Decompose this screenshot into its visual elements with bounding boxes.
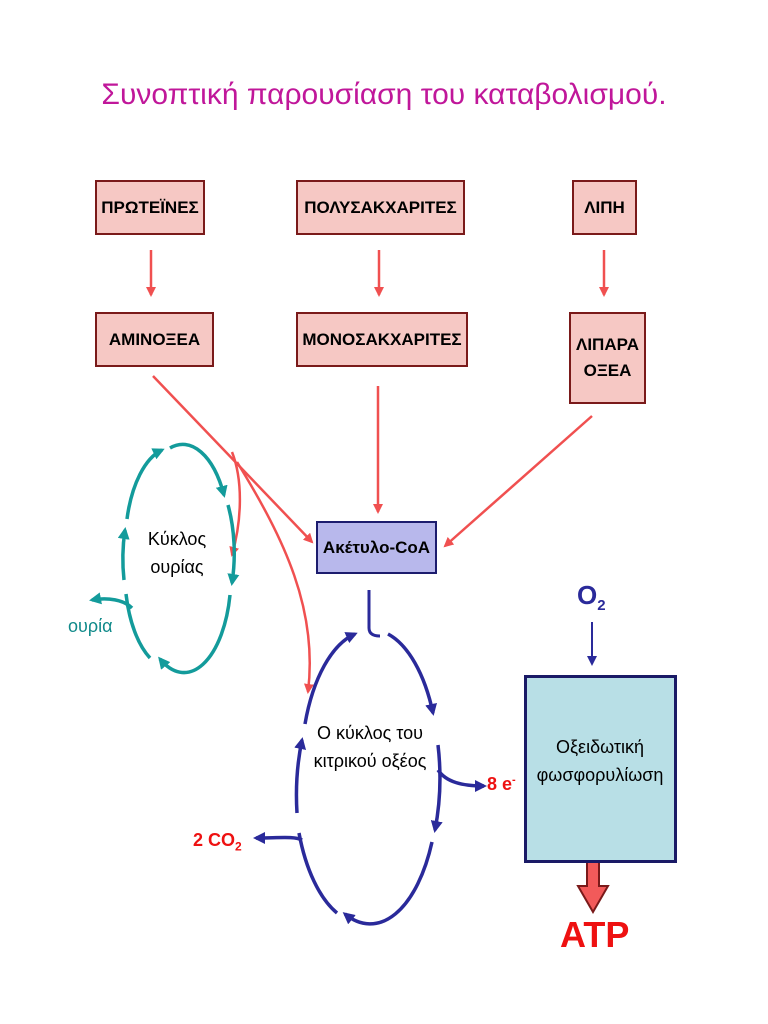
atp-label: ATP: [560, 914, 630, 955]
urea-cycle-label: Κύκλος ουρίας: [132, 525, 222, 581]
electrons-label: 8 e-: [487, 766, 516, 798]
node-polysaccharides: ΠΟΛΥΣΑΚΧΑΡΙΤΕΣ: [296, 180, 465, 235]
arrow-fatty-acids-to-acetyl-coa: [443, 415, 593, 548]
citric-cycle-label-line1: Ο κύκλος του: [317, 723, 423, 743]
node-amino-acids: ΑΜΙΝΟΞΕΑ: [95, 312, 214, 367]
oxidative-phosphorylation-box: [524, 675, 677, 863]
co2-text: 2 CO: [193, 830, 236, 850]
fatty-acids-line1: ΛΙΠΑΡΑ: [576, 335, 639, 354]
fatty-acids-line2: ΟΞΕΑ: [583, 361, 632, 380]
node-monosaccharides: ΜΟΝΟΣΑΚΧΑΡΙΤΕΣ: [296, 312, 468, 367]
urea-cycle-label-line1: Κύκλος: [147, 529, 207, 549]
urea-cycle-label-line2: ουρίας: [150, 557, 204, 577]
oxidative-label-line2: φωσφορυλίωση: [536, 765, 664, 785]
urea-label: ουρία: [68, 616, 113, 636]
electrons-text: 8 e: [487, 774, 513, 794]
arrow-co2-output: [253, 831, 303, 844]
arrow-electrons-output: [436, 768, 487, 792]
arrow-urea-output: [89, 592, 134, 610]
node-lipids: ΛΙΠΗ: [572, 180, 637, 235]
page-title: Συνοπτική παρουσίαση του καταβολισμού.: [101, 78, 667, 111]
citric-cycle-label-line2: κιτρικού οξέος: [313, 751, 427, 771]
arrow-amino-acids-to-citric-cycle: [235, 461, 314, 694]
oxidative-phosphorylation-label: Οξειδωτική φωσφορυλίωση: [526, 733, 674, 789]
node-acetyl-coa: Ακέτυλο-CoA: [316, 521, 437, 574]
arrow-amino-acids-to-acetyl-coa: [152, 375, 314, 544]
node-fatty-acids: ΛΙΠΑΡΑ ΟΞΕΑ: [569, 312, 646, 404]
o2-label: O2: [577, 580, 606, 621]
o2-text: O: [577, 580, 598, 610]
co2-label: 2 CO2: [193, 826, 242, 861]
node-proteins: ΠΡΩΤΕΪΝΕΣ: [95, 180, 205, 235]
electrons-sup: -: [512, 774, 516, 786]
co2-sub: 2: [235, 839, 242, 854]
arrow-acetyl-coa-to-citric-cycle: [367, 590, 381, 638]
o2-sub: 2: [597, 597, 606, 615]
oxidative-label-line1: Οξειδωτική: [555, 737, 645, 757]
citric-cycle-label: Ο κύκλος του κιτρικού οξέος: [300, 719, 440, 775]
citric-acid-cycle: [294, 632, 443, 926]
